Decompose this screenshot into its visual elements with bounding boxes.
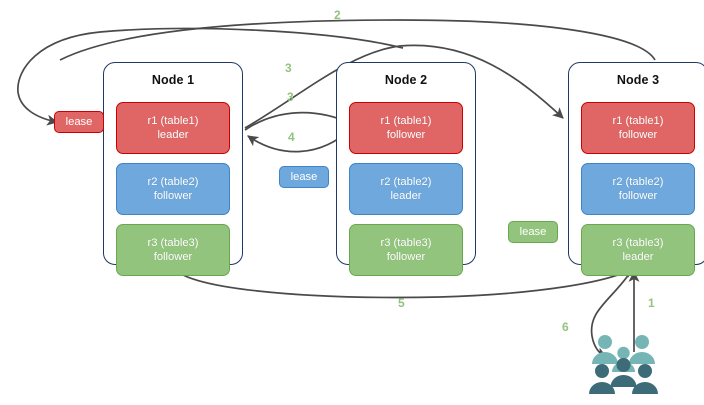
- replica-role: follower: [386, 251, 426, 263]
- replica-role: leader: [157, 129, 189, 141]
- replica-role: follower: [153, 251, 193, 263]
- replica-name: r3 (table3): [380, 237, 432, 249]
- node-2-title: Node 2: [384, 73, 428, 87]
- node-1-replica-r2[interactable]: r2 (table2) follower: [116, 163, 230, 215]
- edge-label-6: 6: [562, 320, 569, 334]
- replica-role: leader: [390, 190, 422, 202]
- node-3-replica-r2[interactable]: r2 (table2) follower: [581, 163, 695, 215]
- replica-role: follower: [153, 190, 193, 202]
- edge-label-1: 1: [648, 296, 655, 310]
- replica-name: r2 (table2): [147, 176, 199, 188]
- node-2-replica-r3[interactable]: r3 (table3) follower: [349, 224, 463, 276]
- users-group-icon: [589, 335, 658, 394]
- node-2-replica-r1[interactable]: r1 (table1) follower: [349, 102, 463, 154]
- replica-name: r1 (table1): [147, 115, 199, 127]
- replica-role: leader: [622, 251, 654, 263]
- replica-role: follower: [618, 190, 658, 202]
- lease-blue[interactable]: lease: [279, 166, 329, 188]
- node-2-replica-r2[interactable]: r2 (table2) leader: [349, 163, 463, 215]
- lease-green[interactable]: lease: [508, 221, 558, 243]
- edge-label-4: 4: [288, 130, 295, 144]
- edge-2-arc: [59, 19, 656, 61]
- edge-label-3b: 3: [287, 90, 294, 104]
- replica-role: follower: [618, 129, 658, 141]
- node-3-replica-r3[interactable]: r3 (table3) leader: [581, 224, 695, 276]
- edge-label-5: 5: [398, 296, 405, 310]
- edge-label-2: 2: [334, 8, 341, 22]
- node-2[interactable]: Node 2 r1 (table1) follower r2 (table2) …: [336, 62, 476, 276]
- replica-name: r1 (table1): [380, 115, 432, 127]
- replica-name: r3 (table3): [147, 237, 199, 249]
- node-1-title: Node 1: [151, 73, 195, 87]
- replica-name: r3 (table3): [612, 237, 664, 249]
- node-3-title: Node 3: [616, 73, 660, 87]
- node-3-replicas: r1 (table1) follower r2 (table2) followe…: [569, 87, 704, 286]
- node-1-replica-r3[interactable]: r3 (table3) follower: [116, 224, 230, 276]
- node-3[interactable]: Node 3 r1 (table1) follower r2 (table2) …: [568, 62, 704, 276]
- node-1-replicas: r1 (table1) leader r2 (table2) follower …: [104, 87, 242, 286]
- replica-role: follower: [386, 129, 426, 141]
- lease-red[interactable]: lease: [54, 111, 104, 133]
- replica-name: r2 (table2): [612, 176, 664, 188]
- node-3-replica-r1[interactable]: r1 (table1) follower: [581, 102, 695, 154]
- edge-label-3a: 3: [285, 61, 292, 75]
- node-2-replicas: r1 (table1) follower r2 (table2) leader …: [337, 87, 475, 286]
- users-front-row: [589, 358, 658, 394]
- node-1-replica-r1[interactable]: r1 (table1) leader: [116, 102, 230, 154]
- replica-name: r1 (table1): [612, 115, 664, 127]
- replica-name: r2 (table2): [380, 176, 432, 188]
- node-1[interactable]: Node 1 r1 (table1) leader r2 (table2) fo…: [103, 62, 243, 276]
